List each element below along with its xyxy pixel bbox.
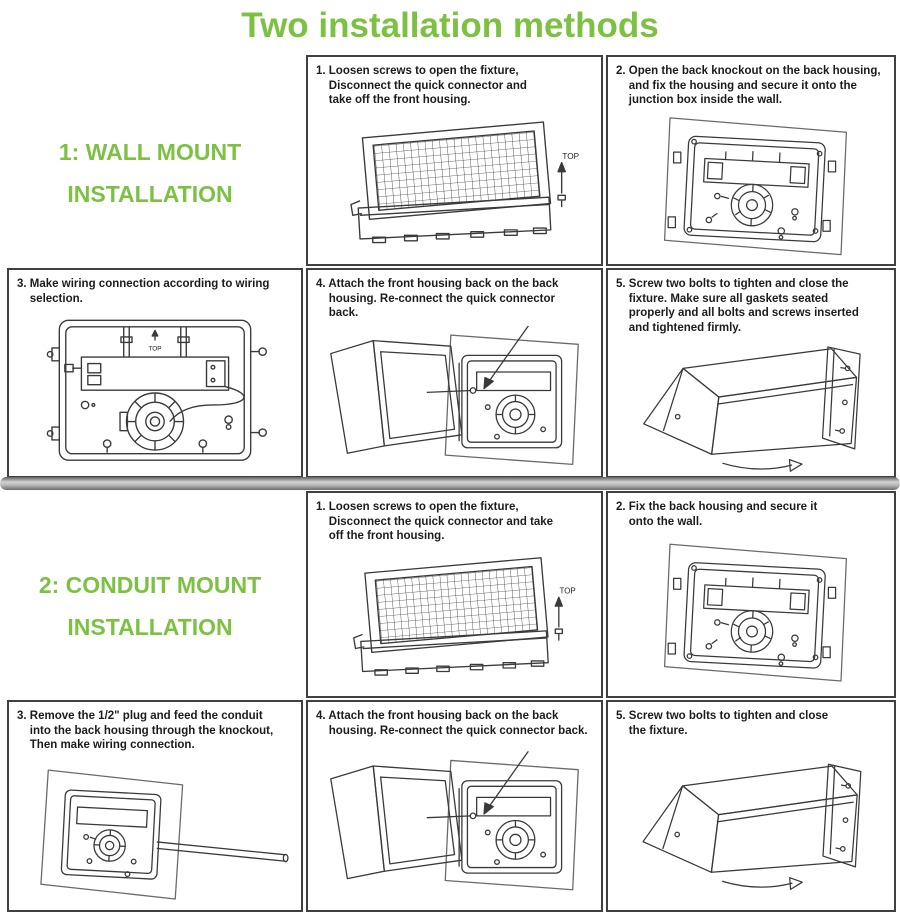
conduit-step5-panel: 5. Screw two bolts to tighten and close …: [606, 700, 896, 912]
conduit-feed-illustration: [17, 755, 293, 906]
wall-step5-panel: 5. Screw two bolts to tighten and close …: [606, 268, 896, 478]
attach-front-housing-illustration: [316, 740, 593, 906]
closed-fixture-illustration: [616, 338, 886, 472]
closed-fixture-illustration: [616, 740, 886, 906]
wall-step5-text: 5. Screw two bolts to tighten and close …: [616, 278, 859, 335]
wall-step1-panel: 1. Loosen screws to open the fixture, Di…: [306, 55, 603, 266]
wall-step2-text: 2. Open the back knockout on the back ho…: [616, 65, 881, 107]
conduit-step4-panel: 4. Attach the front housing back on the …: [306, 700, 603, 912]
wall-step4-text: 4. Attach the front housing back on the …: [316, 278, 559, 320]
conduit-step3-text: 3. Remove the 1/2" plug and feed the con…: [17, 710, 274, 752]
wiring-back-housing-illustration: [17, 308, 293, 472]
back-housing-wall-illustration: [616, 531, 886, 692]
page-title: Two installation methods: [241, 6, 659, 45]
section-divider-bar: [0, 477, 900, 490]
conduit-step2-panel: 2. Fix the back housing and secure it on…: [606, 491, 896, 698]
conduit-step5-text: 5. Screw two bolts to tighten and close …: [616, 710, 829, 737]
conduit-step3-panel: 3. Remove the 1/2" plug and feed the con…: [7, 700, 303, 912]
section-heading-conduit-line1: 2: CONDUIT MOUNT: [38, 572, 262, 598]
wall-step3-panel: 3. Make wiring connection according to w…: [7, 268, 303, 478]
conduit-step4-text: 4. Attach the front housing back on the …: [316, 710, 588, 737]
section-heading-conduit-mount: 2: CONDUIT MOUNT INSTALLATION: [15, 572, 285, 641]
attach-front-housing-illustration: [316, 323, 593, 472]
conduit-step2-text: 2. Fix the back housing and secure it on…: [616, 501, 818, 528]
wall-step2-panel: 2. Open the back knockout on the back ho…: [606, 55, 896, 266]
wall-step4-panel: 4. Attach the front housing back on the …: [306, 268, 603, 478]
wall-step3-text: 3. Make wiring connection according to w…: [17, 278, 270, 305]
wall-step1-text: 1. Loosen screws to open the fixture, Di…: [316, 65, 527, 107]
back-housing-wall-illustration: [616, 110, 886, 260]
section-heading-wall-line2: INSTALLATION: [67, 181, 233, 208]
conduit-step1-panel: 1. Loosen screws to open the fixture, Di…: [306, 491, 603, 698]
fixture-open-illustration: [316, 546, 593, 692]
section-heading-wall-line1: 1: WALL MOUNT: [58, 139, 242, 165]
section-heading-conduit-line2: INSTALLATION: [67, 614, 233, 641]
conduit-step1-text: 1. Loosen screws to open the fixture, Di…: [316, 501, 554, 543]
section-heading-wall-mount: 1: WALL MOUNT INSTALLATION: [15, 139, 285, 208]
fixture-open-illustration: [316, 110, 593, 260]
